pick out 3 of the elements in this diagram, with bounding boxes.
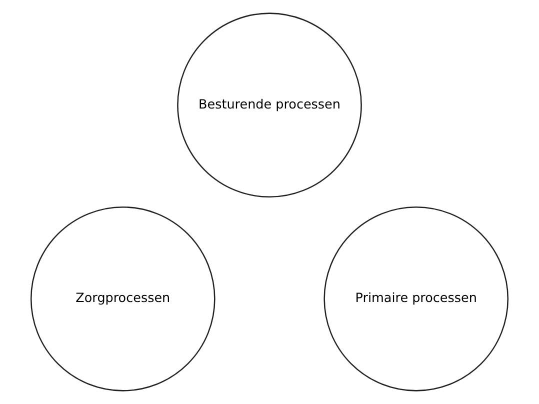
node-circle: Besturende processen — [177, 12, 362, 198]
node-circle: Zorgprocessen — [30, 206, 216, 392]
node-circle: Primaire processen — [324, 206, 509, 392]
